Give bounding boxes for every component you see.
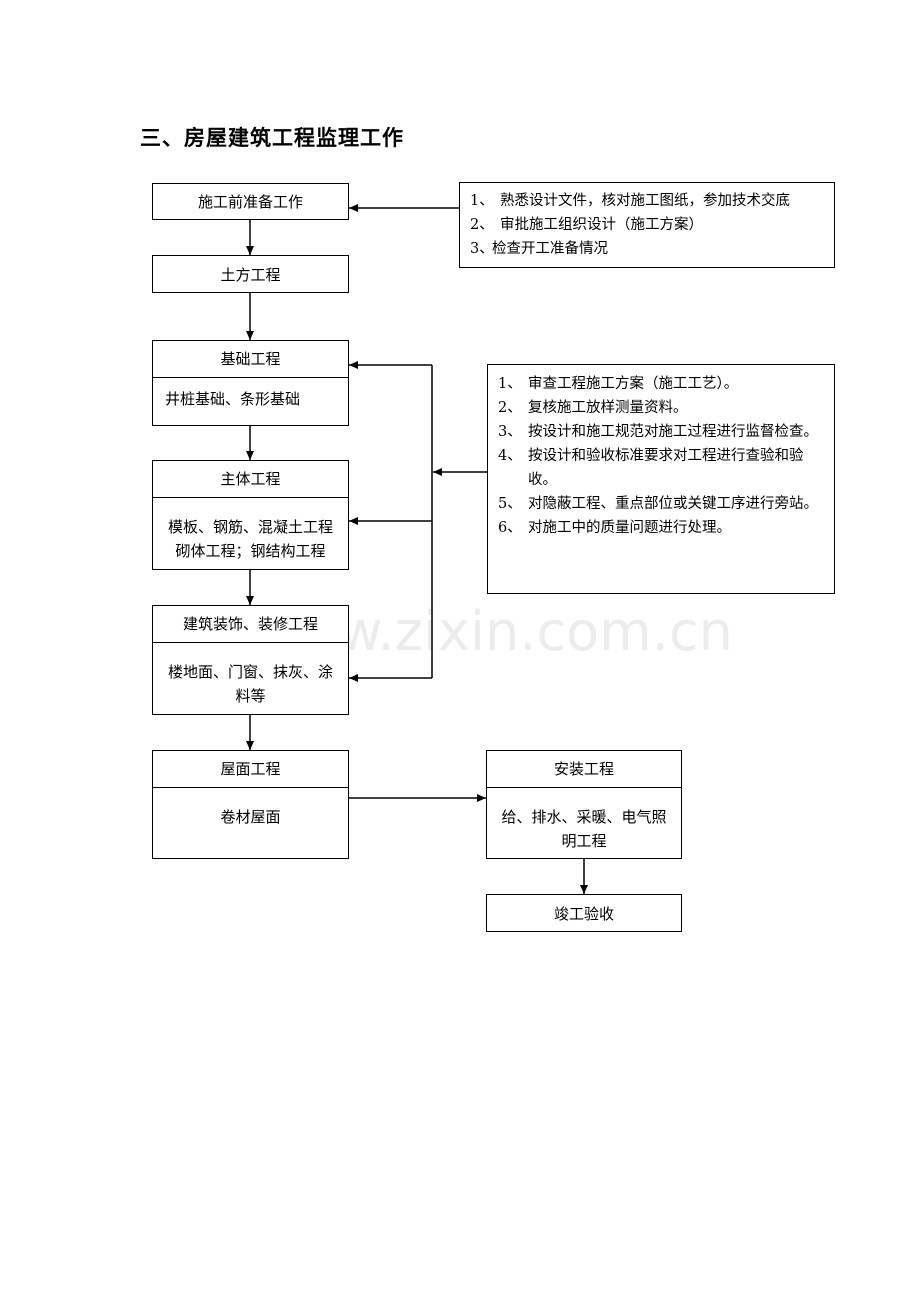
prep-note-item: 2、 审批施工组织设计（施工方案） [470, 213, 826, 237]
supervision-note-item: 6、 对施工中的质量问题进行处理。 [498, 516, 826, 540]
supervision-note-item: 2、 复核施工放样测量资料。 [498, 396, 826, 420]
supervision-note-text: 对施工中的质量问题进行处理。 [528, 520, 731, 536]
supervision-note-item: 5、 对隐蔽工程、重点部位或关键工序进行旁站。 [498, 492, 826, 516]
step-decoration: 建筑装饰、装修工程 楼地面、门窗、抹灰、涂 料等 [152, 605, 349, 715]
step-installation-detail-line2: 明工程 [561, 832, 607, 850]
step-main-structure-detail-line1: 模板、钢筋、混凝土工程 [167, 518, 333, 536]
step-roofing-detail: 卷材屋面 [220, 808, 281, 826]
step-foundation-detail: 井桩基础、条形基础 [165, 390, 301, 408]
supervision-note-num: 3、 [498, 424, 522, 440]
prep-note-item: 3、 检查开工准备情况 [470, 237, 826, 261]
prep-note-num: 1、 [470, 193, 494, 209]
step-installation: 安装工程 给、排水、采暖、电气照 明工程 [486, 750, 682, 859]
supervision-notes: 1、 审查工程施工方案（施工工艺）。 2、 复核施工放样测量资料。 3、 按设计… [487, 364, 835, 594]
supervision-note-item: 1、 审查工程施工方案（施工工艺）。 [498, 372, 826, 396]
prep-note-text: 检查开工准备情况 [492, 241, 608, 257]
step-installation-detail: 给、排水、采暖、电气照 明工程 [487, 788, 681, 853]
step-completion: 竣工验收 [486, 894, 682, 932]
supervision-note-text: 对隐蔽工程、重点部位或关键工序进行旁站。 [528, 496, 818, 512]
step-roofing-label: 屋面工程 [153, 751, 348, 788]
step-prep: 施工前准备工作 [152, 183, 349, 220]
step-decoration-label: 建筑装饰、装修工程 [153, 606, 348, 643]
supervision-note-num: 6、 [498, 520, 522, 536]
step-installation-label: 安装工程 [487, 751, 681, 788]
prep-note-text: 审批施工组织设计（施工方案） [500, 217, 703, 233]
step-decoration-detail-line1: 楼地面、门窗、抹灰、涂 [167, 663, 333, 681]
step-completion-label: 竣工验收 [553, 904, 614, 923]
supervision-note-text: 按设计和验收标准要求对工程进行查验和验收。 [528, 448, 804, 488]
step-installation-detail-line1: 给、排水、采暖、电气照 [501, 808, 667, 826]
step-decoration-detail: 楼地面、门窗、抹灰、涂 料等 [153, 643, 348, 708]
step-foundation-label: 基础工程 [153, 341, 348, 378]
step-foundation: 基础工程 井桩基础、条形基础 [152, 340, 349, 426]
step-earthwork: 土方工程 [152, 255, 349, 293]
prep-note-num: 2、 [470, 217, 494, 233]
prep-note-text: 熟悉设计文件，核对施工图纸，参加技术交底 [500, 193, 790, 209]
step-earthwork-label: 土方工程 [220, 265, 281, 284]
supervision-note-item: 4、 按设计和验收标准要求对工程进行查验和验收。 [498, 444, 826, 492]
supervision-note-num: 5、 [498, 496, 522, 512]
supervision-note-num: 1、 [498, 376, 522, 392]
supervision-note-text: 审查工程施工方案（施工工艺）。 [528, 376, 739, 392]
prep-note-item: 1、 熟悉设计文件，核对施工图纸，参加技术交底 [470, 189, 826, 213]
supervision-note-item: 3、 按设计和施工规范对施工过程进行监督检查。 [498, 420, 826, 444]
supervision-note-text: 按设计和施工规范对施工过程进行监督检查。 [528, 424, 818, 440]
prep-note-num: 3、 [470, 241, 494, 257]
supervision-note-num: 2、 [498, 400, 522, 416]
page-title: 三、房屋建筑工程监理工作 [140, 125, 404, 150]
step-main-structure-detail: 模板、钢筋、混凝土工程 砌体工程；钢结构工程 [153, 498, 348, 563]
step-prep-label: 施工前准备工作 [197, 193, 303, 211]
supervision-note-text: 复核施工放样测量资料。 [528, 400, 688, 416]
step-roofing: 屋面工程 卷材屋面 [152, 750, 349, 859]
step-main-structure-label: 主体工程 [153, 461, 348, 498]
step-main-structure-detail-line2: 砌体工程；钢结构工程 [175, 542, 326, 560]
step-decoration-detail-line2: 料等 [235, 687, 266, 705]
prep-notes: 1、 熟悉设计文件，核对施工图纸，参加技术交底 2、 审批施工组织设计（施工方案… [459, 182, 835, 268]
step-main-structure: 主体工程 模板、钢筋、混凝土工程 砌体工程；钢结构工程 [152, 460, 349, 570]
supervision-note-num: 4、 [498, 448, 522, 464]
